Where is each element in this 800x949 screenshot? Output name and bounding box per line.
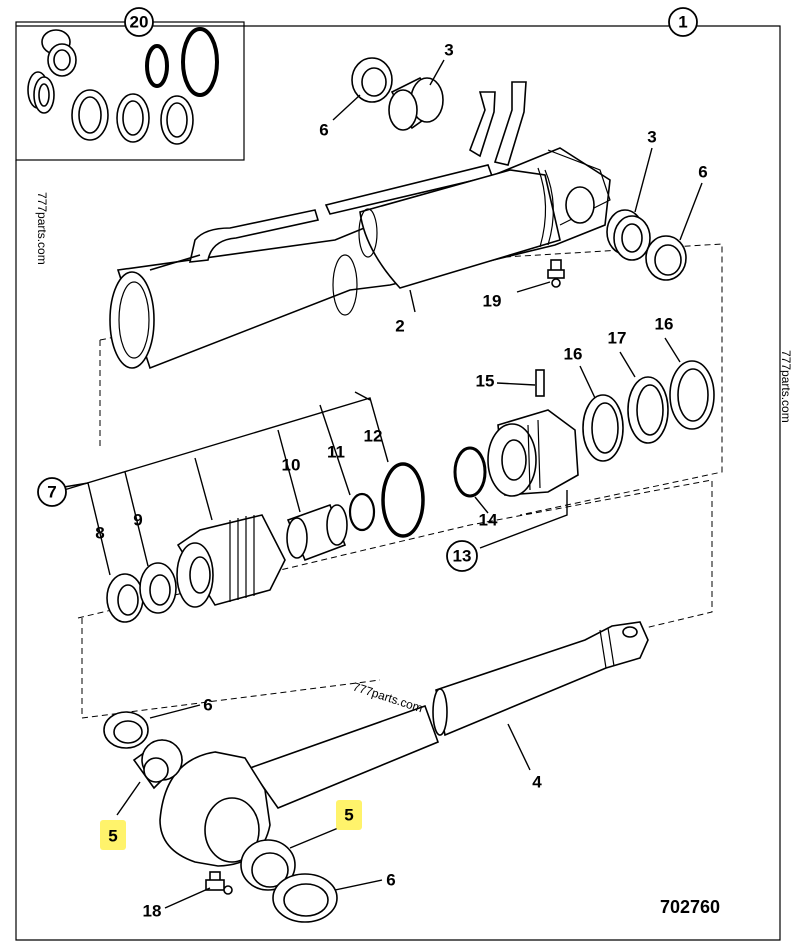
- barrel: [109, 81, 611, 370]
- bearing-3-top: [388, 76, 444, 131]
- leader-lines: [57, 59, 703, 909]
- seal-16-left: [582, 394, 624, 462]
- seal-9: [139, 562, 177, 614]
- label-11: 11: [327, 443, 345, 462]
- drawing-number: 702760: [660, 897, 720, 917]
- seal-8: [106, 573, 144, 623]
- watermark-left: 777parts.com: [35, 192, 49, 265]
- label-4: 4: [532, 773, 542, 792]
- callout-7: 7: [47, 483, 56, 502]
- bearing-5-right: [240, 839, 296, 891]
- label-17: 17: [608, 329, 627, 348]
- label-15: 15: [476, 372, 495, 391]
- label-5-right: 5: [344, 806, 353, 825]
- label-16-right: 16: [655, 315, 674, 334]
- piston-head: [176, 514, 286, 608]
- callout-1-circle: [668, 7, 698, 37]
- callout-20: 20: [130, 13, 149, 32]
- ring-11: [348, 492, 376, 532]
- label-6-top: 6: [319, 121, 328, 140]
- pin-15: [535, 369, 545, 397]
- callout-7-circle: [37, 477, 67, 507]
- label-6-lower-right: 6: [386, 871, 395, 890]
- label-2: 2: [395, 317, 404, 336]
- label-9: 9: [133, 511, 142, 530]
- bearing-3-right: [606, 209, 651, 261]
- o-ring-12: [381, 462, 425, 538]
- grease-nipple-18: [205, 871, 233, 895]
- callout-13-circle: [446, 540, 478, 572]
- wiper-seal-6-right: [645, 235, 687, 281]
- seal-kit-contents: [27, 27, 219, 145]
- label-8: 8: [95, 524, 104, 543]
- o-ring-14: [453, 446, 487, 498]
- label-19: 19: [483, 292, 502, 311]
- callout-1: 1: [678, 13, 687, 32]
- callout-13: 13: [453, 547, 472, 566]
- piston-rod: [159, 621, 649, 867]
- ring-17: [627, 376, 669, 444]
- label-5-left: 5: [108, 827, 117, 846]
- bush-10: [286, 503, 348, 562]
- label-10: 10: [282, 456, 301, 475]
- label-3-top: 3: [444, 41, 453, 60]
- grease-nipple-19: [547, 259, 565, 288]
- callout-20-circle: [124, 7, 154, 37]
- wiper-seal-6-top: [351, 57, 393, 103]
- main-frame: [15, 25, 781, 941]
- highlight-5-left: [100, 820, 126, 850]
- wiper-seal-6-lower-right: [272, 873, 338, 923]
- label-3-right: 3: [647, 128, 656, 147]
- dashed-guides: [77, 243, 723, 719]
- bearing-5-left: [132, 738, 184, 790]
- label-18: 18: [143, 902, 162, 921]
- highlight-5-right: [336, 800, 362, 830]
- seal-16-right: [669, 360, 715, 430]
- label-14: 14: [479, 511, 498, 530]
- watermark-right: 777parts.com: [779, 350, 793, 423]
- label-12: 12: [364, 427, 383, 446]
- label-16-left: 16: [564, 345, 583, 364]
- label-6-right: 6: [698, 163, 707, 182]
- wiper-seal-6-lower-left: [103, 711, 149, 749]
- label-6-lower-left: 6: [203, 696, 212, 715]
- piston-13: [487, 409, 579, 497]
- watermark-center: 777parts.com: [351, 680, 424, 716]
